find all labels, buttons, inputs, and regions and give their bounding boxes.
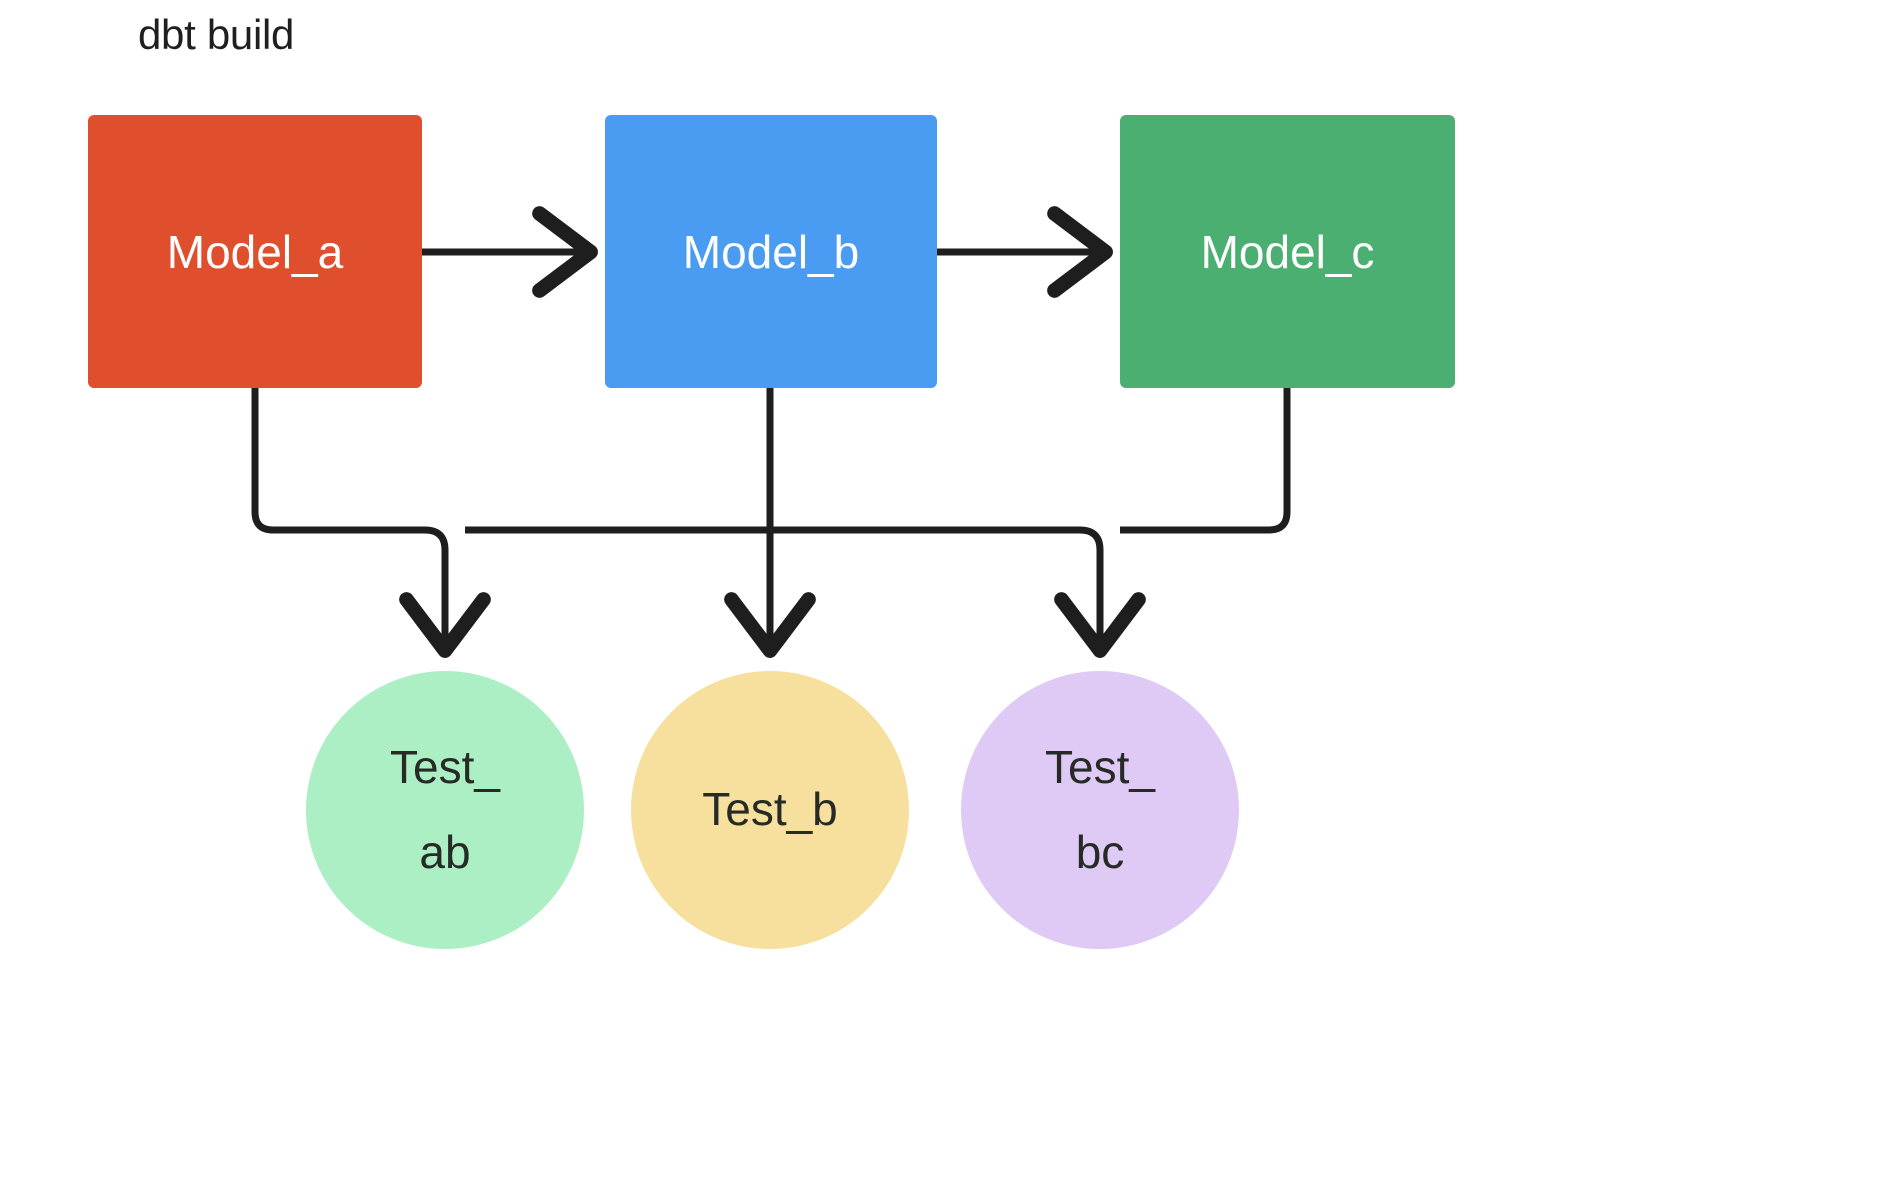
node-test-b[interactable]: Test_b: [631, 671, 909, 949]
page-title: dbt build: [138, 11, 295, 58]
node-test-ab-label: Test_ab: [390, 740, 500, 878]
node-test-b-label: Test_b: [702, 783, 838, 836]
node-model-c-label: Model_c: [1200, 225, 1375, 278]
node-model-c[interactable]: Model_c: [1120, 115, 1455, 388]
edge-model-a-to-test-ab: [251, 388, 491, 658]
edge-model-c-to-test-bc: [1120, 388, 1291, 534]
node-test-bc-label: Test_bc: [1045, 740, 1155, 878]
node-model-b-label: Model_b: [682, 225, 860, 278]
edge-model-b-to-test-bc: [770, 526, 1146, 658]
node-model-b[interactable]: Model_b: [605, 115, 937, 388]
node-test-ab[interactable]: Test_ab: [306, 671, 584, 949]
node-model-a-label: Model_a: [166, 225, 344, 278]
node-test-bc[interactable]: Test_bc: [961, 671, 1239, 949]
node-model-a[interactable]: Model_a: [88, 115, 422, 388]
